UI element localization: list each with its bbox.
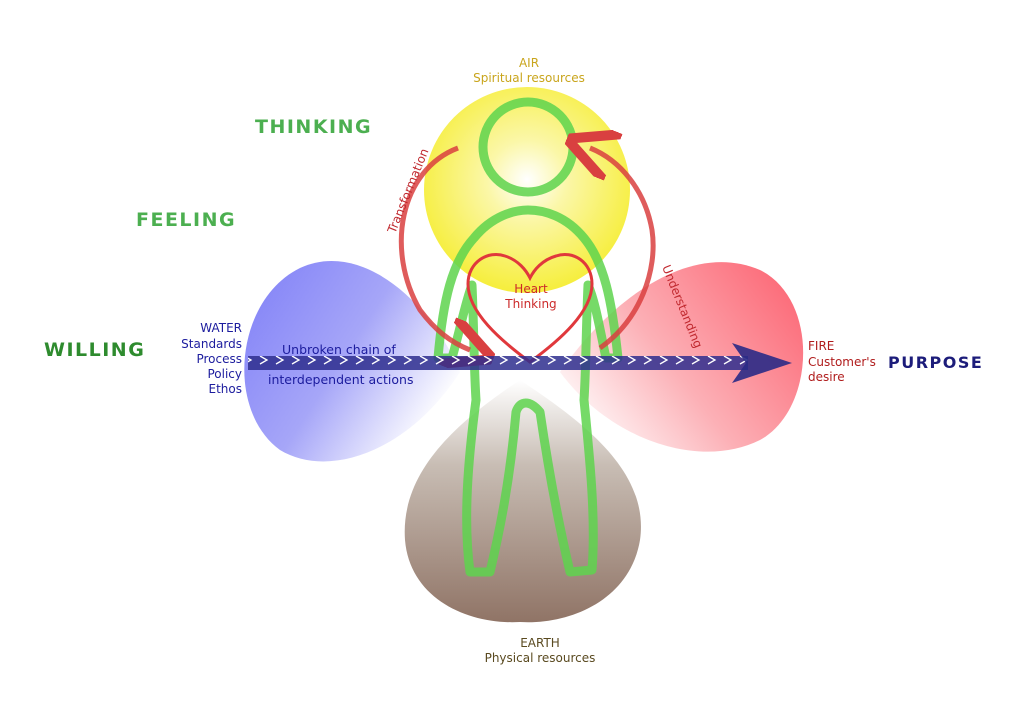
feeling-label: FEELING — [136, 209, 236, 231]
air-subtitle: Spiritual resources — [473, 71, 585, 85]
earth-petal — [404, 380, 641, 623]
heart-shape — [466, 253, 594, 364]
water-ethos: Ethos — [209, 382, 243, 396]
chain-arrow — [248, 343, 792, 383]
heart-label-2: Thinking — [504, 297, 556, 311]
willing-label: WILLING — [44, 339, 145, 361]
earth-subtitle: Physical resources — [485, 651, 596, 665]
chain-label-2: interdependent actions — [268, 372, 414, 387]
transformation-arc — [398, 145, 470, 350]
chain-label-1: Unbroken chain of — [282, 342, 396, 357]
purpose-label: PURPOSE — [888, 353, 983, 372]
fire-title: FIRE — [808, 339, 834, 353]
water-labels: WATER Standards Process Policy Ethos — [181, 321, 242, 396]
fire-customers: Customer's — [808, 355, 876, 369]
air-title: AIR — [519, 56, 539, 70]
thinking-label: THINKING — [255, 116, 372, 138]
understanding-arc — [590, 148, 656, 351]
heart-label-1: Heart — [514, 282, 548, 296]
fire-desire: desire — [808, 370, 845, 384]
water-title: WATER — [200, 321, 242, 335]
fire-labels: FIRE Customer's desire — [808, 339, 876, 384]
water-process: Process — [196, 352, 242, 366]
water-policy: Policy — [207, 367, 242, 381]
water-standards: Standards — [181, 337, 242, 351]
earth-title: EARTH — [520, 636, 560, 650]
